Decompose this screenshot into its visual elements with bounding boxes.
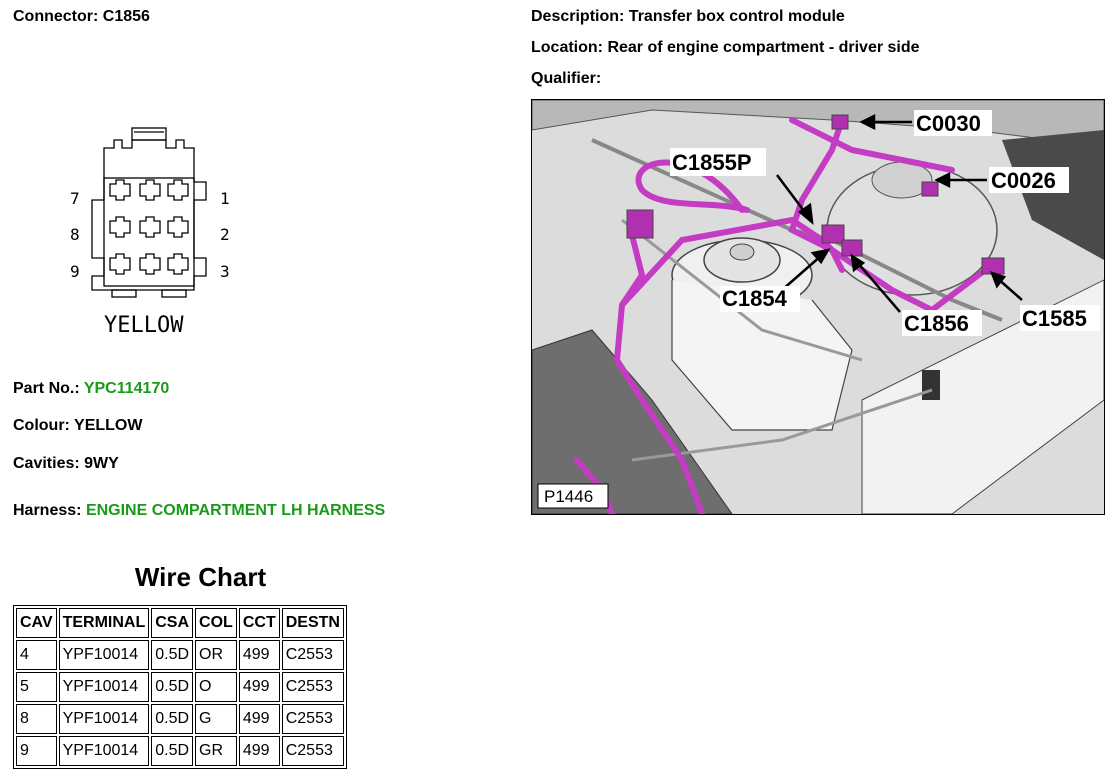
colour-label: Colour: bbox=[13, 417, 70, 434]
part-no-value: YPC114170 bbox=[83, 380, 170, 397]
cell-cav: 5 bbox=[16, 672, 57, 702]
colour-value: YELLOW bbox=[74, 417, 143, 434]
location-label: Location: bbox=[531, 39, 603, 56]
cell-cct: 499 bbox=[238, 640, 280, 670]
table-row: 9 YPF10014 0.5D GR 499 C2553 bbox=[16, 736, 344, 766]
harness-field: Harness: ENGINE COMPARTMENT LH HARNESS bbox=[13, 502, 385, 520]
cell-csa: 0.5D bbox=[151, 640, 194, 670]
header-col: COL bbox=[195, 608, 237, 638]
location-value: Rear of engine compartment - driver side bbox=[607, 39, 920, 56]
callout-c1585: C1585 bbox=[1022, 306, 1087, 331]
connector-housing bbox=[91, 139, 207, 291]
connector-face-diagram: 7 8 9 1 2 3 YELLOW bbox=[70, 127, 230, 338]
pin-label-8: 8 bbox=[70, 225, 80, 244]
cell-col: GR bbox=[195, 736, 237, 766]
connector-c1854-shape bbox=[821, 224, 845, 244]
cavities-field: Cavities: 9WY bbox=[13, 455, 119, 473]
pin-label-3: 3 bbox=[220, 262, 230, 281]
colour-field: Colour: YELLOW bbox=[13, 417, 142, 435]
engine-compartment-illustration: C0030 C1855P C0026 C1854 C1856 C1585 P14… bbox=[532, 100, 1104, 514]
cell-terminal: YPF10014 bbox=[58, 640, 150, 670]
cavities-value: 9WY bbox=[84, 455, 119, 472]
cavities-label: Cavities: bbox=[13, 455, 80, 472]
header-cct: CCT bbox=[238, 608, 280, 638]
description-label: Description: bbox=[531, 8, 625, 25]
cell-destn: C2553 bbox=[281, 640, 344, 670]
pin-label-9: 9 bbox=[70, 262, 80, 281]
cell-terminal: YPF10014 bbox=[58, 704, 150, 734]
connector-colour-caption: YELLOW bbox=[104, 313, 184, 338]
part-no-field: Part No.: YPC114170 bbox=[13, 380, 169, 398]
header-destn: DESTN bbox=[281, 608, 344, 638]
description-field: Description: Transfer box control module bbox=[531, 8, 845, 26]
qualifier-label: Qualifier: bbox=[531, 70, 602, 87]
wire-chart-table: CAV TERMINAL CSA COL CCT DESTN 4 YPF1001… bbox=[13, 605, 347, 769]
connector-c1585-shape bbox=[981, 257, 1005, 275]
cavity-grid bbox=[109, 179, 189, 275]
callout-c0030: C0030 bbox=[916, 111, 981, 136]
table-row: 8 YPF10014 0.5D G 499 C2553 bbox=[16, 704, 344, 734]
cell-cav: 9 bbox=[16, 736, 57, 766]
pin-label-1: 1 bbox=[220, 189, 230, 208]
cell-cav: 4 bbox=[16, 640, 57, 670]
callout-c1856: C1856 bbox=[904, 311, 969, 336]
cell-col: O bbox=[195, 672, 237, 702]
pin-label-7: 7 bbox=[70, 189, 80, 208]
connector-c1856-shape bbox=[841, 239, 863, 257]
connector-value: C1856 bbox=[102, 8, 150, 25]
cell-col: G bbox=[195, 704, 237, 734]
connector-label: Connector: bbox=[13, 8, 99, 25]
harness-label: Harness: bbox=[13, 502, 82, 519]
connector-generic-shape bbox=[626, 209, 654, 239]
cell-csa: 0.5D bbox=[151, 672, 194, 702]
cell-destn: C2553 bbox=[281, 704, 344, 734]
connector-c0026-shape bbox=[921, 181, 939, 197]
cell-csa: 0.5D bbox=[151, 704, 194, 734]
connector-c0030-shape bbox=[831, 114, 849, 130]
table-row: 5 YPF10014 0.5D O 499 C2553 bbox=[16, 672, 344, 702]
connector-field: Connector: C1856 bbox=[13, 8, 150, 26]
table-row: 4 YPF10014 0.5D OR 499 C2553 bbox=[16, 640, 344, 670]
cell-terminal: YPF10014 bbox=[58, 672, 150, 702]
cell-terminal: YPF10014 bbox=[58, 736, 150, 766]
callout-c1855p: C1855P bbox=[672, 150, 752, 175]
engine-compartment-photo: C0030 C1855P C0026 C1854 C1856 C1585 P14… bbox=[531, 99, 1105, 515]
callout-c0026: C0026 bbox=[991, 168, 1056, 193]
header-terminal: TERMINAL bbox=[58, 608, 150, 638]
cell-cav: 8 bbox=[16, 704, 57, 734]
cell-cct: 499 bbox=[238, 704, 280, 734]
wire-chart-title: Wire Chart bbox=[134, 562, 267, 592]
cell-cct: 499 bbox=[238, 736, 280, 766]
header-csa: CSA bbox=[151, 608, 194, 638]
harness-value: ENGINE COMPARTMENT LH HARNESS bbox=[85, 502, 386, 519]
qualifier-field: Qualifier: bbox=[531, 70, 601, 88]
cell-cct: 499 bbox=[238, 672, 280, 702]
header-cav: CAV bbox=[16, 608, 57, 638]
table-header-row: CAV TERMINAL CSA COL CCT DESTN bbox=[16, 608, 344, 638]
cell-destn: C2553 bbox=[281, 736, 344, 766]
cell-csa: 0.5D bbox=[151, 736, 194, 766]
cell-destn: C2553 bbox=[281, 672, 344, 702]
cell-col: OR bbox=[195, 640, 237, 670]
part-no-label: Part No.: bbox=[13, 380, 80, 397]
photo-id-label: P1446 bbox=[544, 487, 593, 506]
pin-label-2: 2 bbox=[220, 225, 230, 244]
description-value: Transfer box control module bbox=[628, 8, 845, 25]
connector-latch bbox=[131, 127, 167, 141]
location-field: Location: Rear of engine compartment - d… bbox=[531, 39, 920, 57]
callout-c1854: C1854 bbox=[722, 286, 788, 311]
